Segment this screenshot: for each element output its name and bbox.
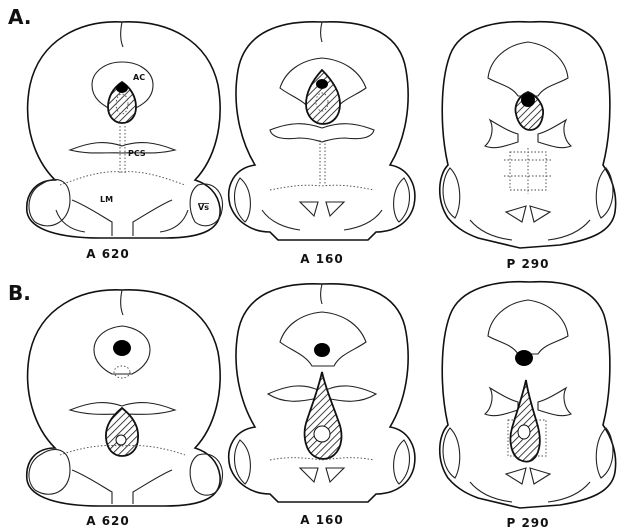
label-ac: AC <box>133 73 145 82</box>
section-a-160-row-b <box>229 284 415 502</box>
lesion-area <box>305 372 342 459</box>
caption-a-620: A 620 <box>86 514 130 528</box>
section-p-290-row-a <box>440 22 616 248</box>
cerebral-aqueduct <box>314 343 330 357</box>
cerebral-aqueduct <box>521 93 535 107</box>
lesion-area <box>510 380 539 462</box>
section-a-620-row-b <box>27 290 223 506</box>
brainstem-outline <box>27 22 220 238</box>
row-a-label: A. <box>8 5 31 29</box>
label-vs: Vs <box>198 203 209 212</box>
caption-p-290: P 290 <box>506 516 549 530</box>
cerebral-aqueduct <box>113 340 131 356</box>
caption-a-160: A 160 <box>300 252 344 266</box>
row-b-label: B. <box>8 281 31 305</box>
cerebral-aqueduct <box>116 83 128 93</box>
section-p-290-row-b <box>440 282 616 508</box>
lesion-area <box>106 408 138 456</box>
cerebral-aqueduct <box>515 350 533 366</box>
lesion-area <box>306 70 340 124</box>
caption-a-620: A 620 <box>86 247 130 261</box>
caption-a-160: A 160 <box>300 513 344 527</box>
caption-p-290: P 290 <box>506 257 549 271</box>
label-lm: LM <box>100 195 113 204</box>
section-a-160-row-a <box>229 22 415 240</box>
label-pcs: PCS <box>128 149 146 158</box>
cerebral-aqueduct <box>316 79 328 89</box>
section-a-620-row-a: AC PCS LM Vs <box>27 22 223 238</box>
